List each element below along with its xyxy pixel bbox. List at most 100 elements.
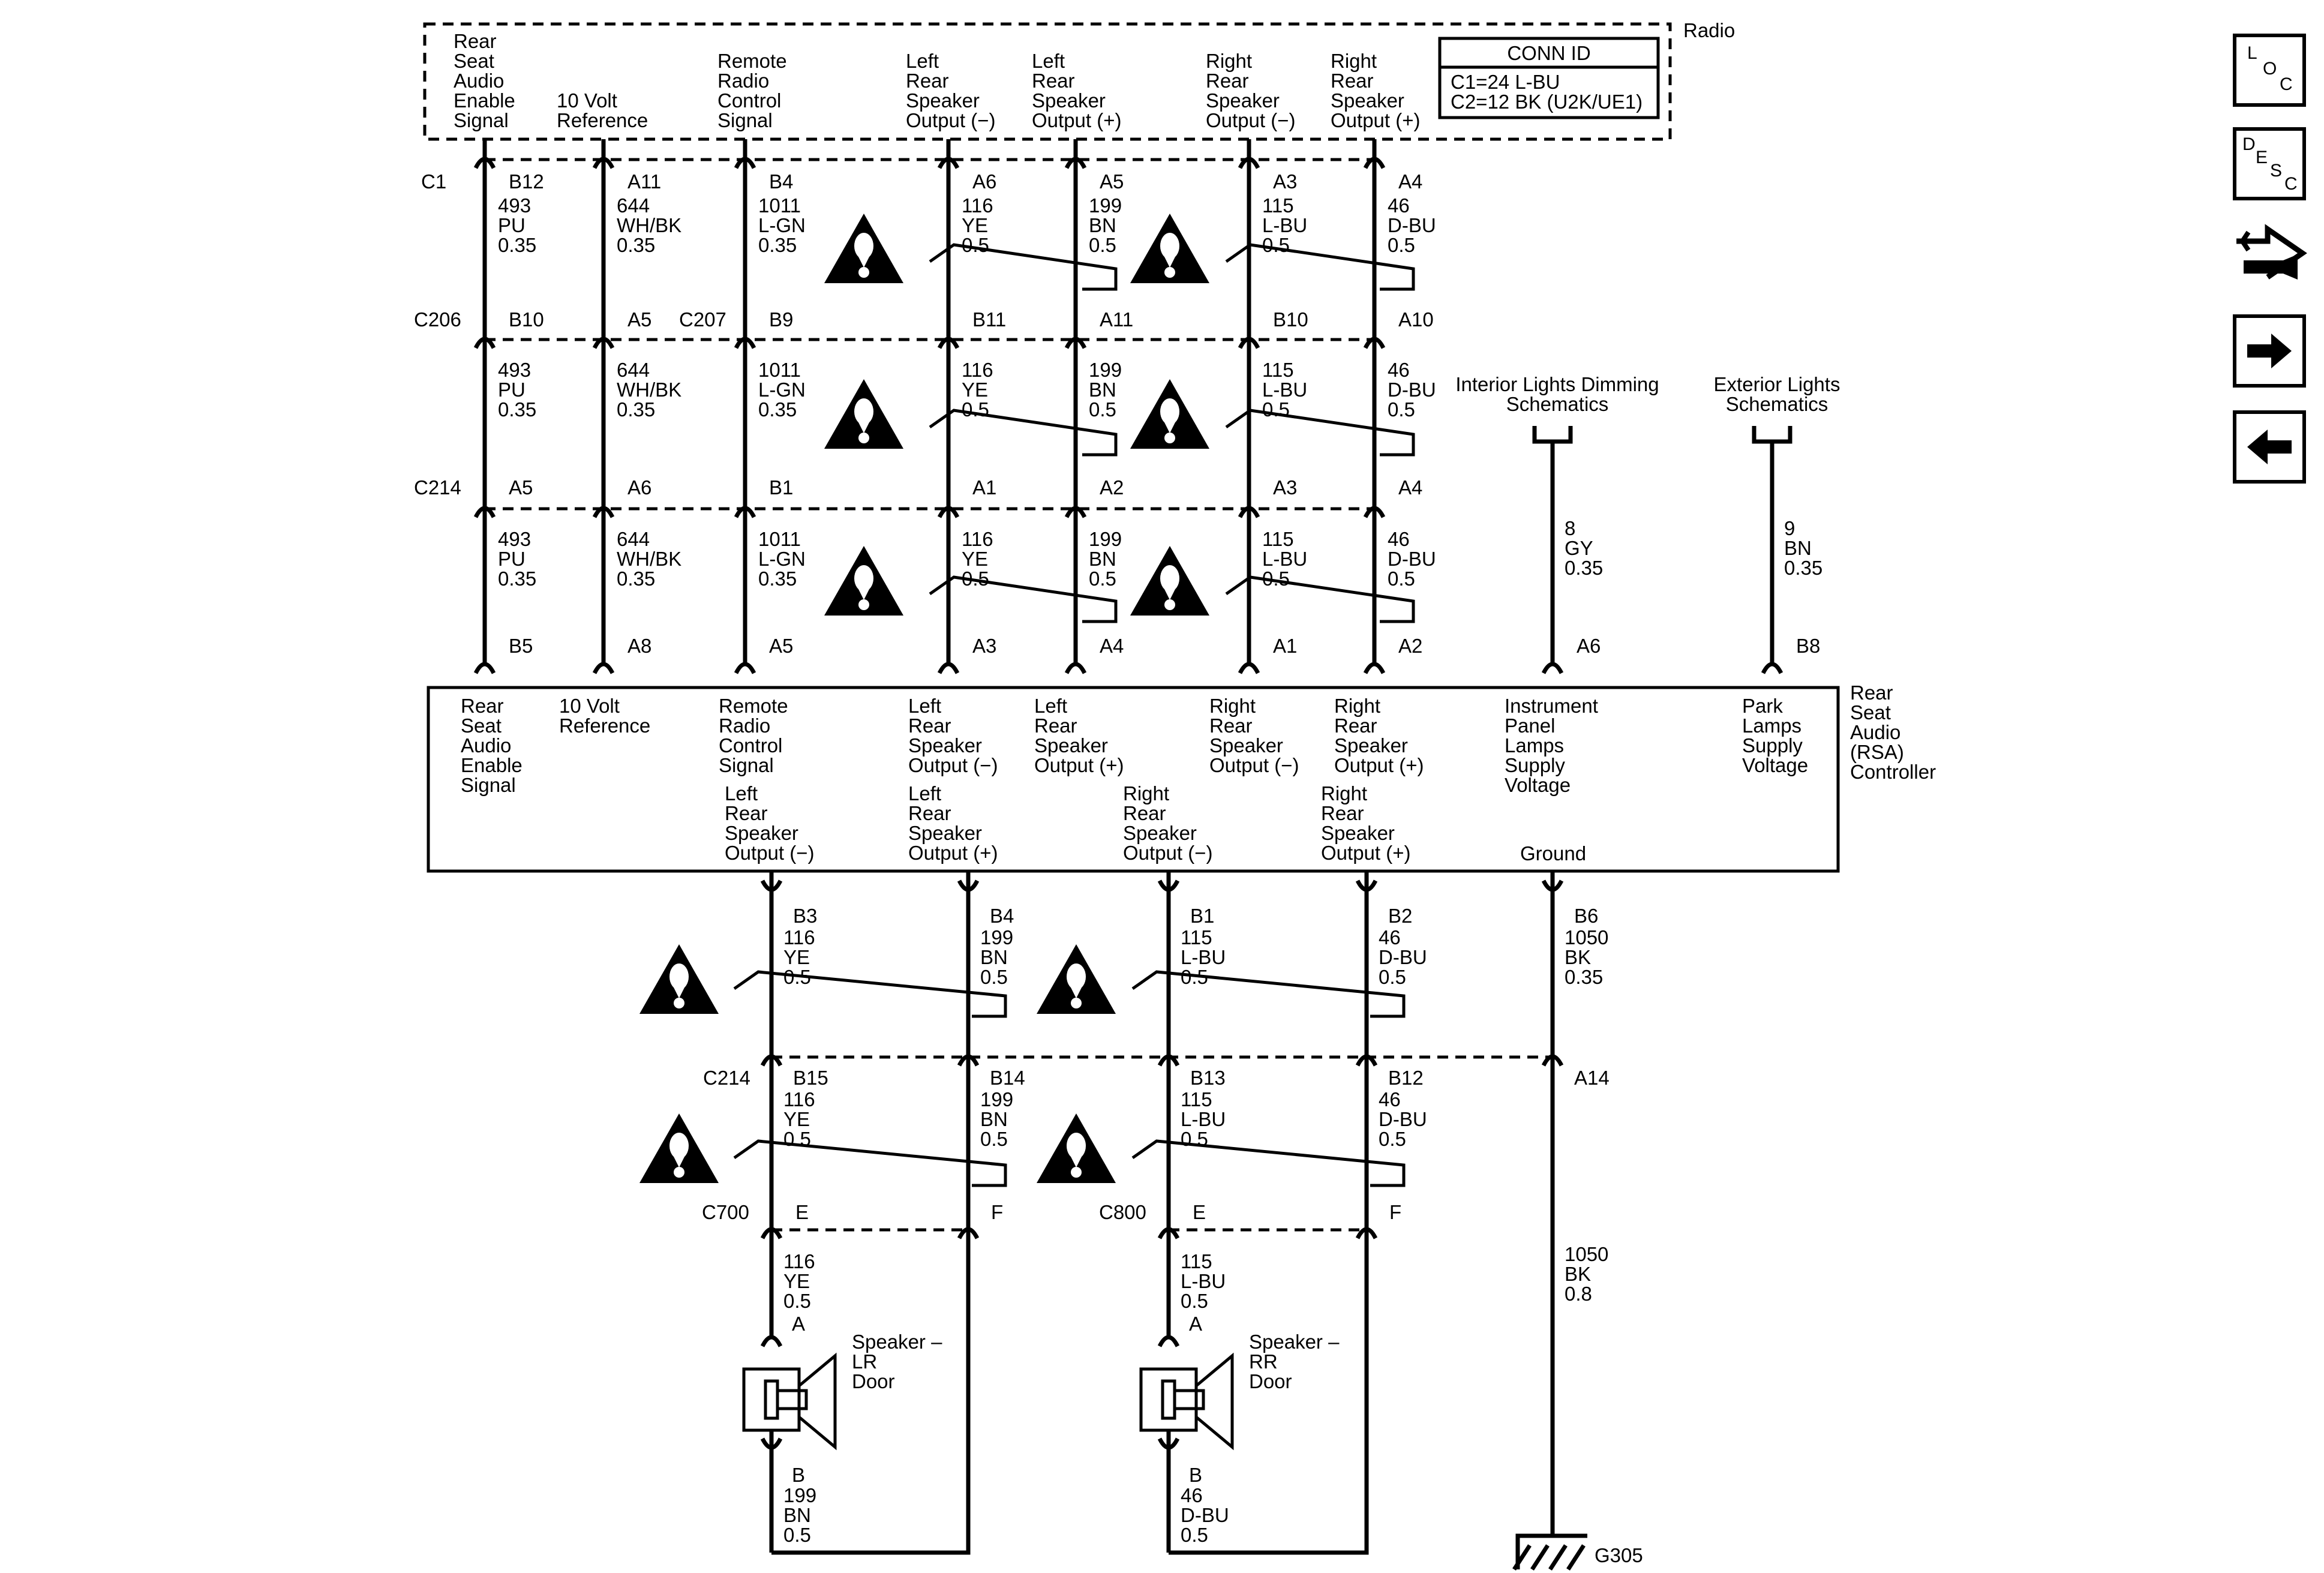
wire-label: 0.35 [617,234,655,256]
wire-label: BK [1565,1263,1591,1285]
wire-label: 116 [783,1088,815,1110]
warning-mark [1160,565,1179,592]
wire-label: 1011 [758,194,801,217]
warning-icon [824,214,903,283]
wire-label: 115 [1262,194,1294,217]
warning-mark [857,587,870,600]
warning-mark [669,963,689,990]
wire-label: 0.35 [498,234,536,256]
wire-label: D-BU [1388,548,1436,570]
rsa-pin-label: Rear [1209,715,1253,737]
rsa-pin-label: Output (+) [1321,842,1410,864]
pin-connector-arc [1238,662,1260,674]
pin-connector-arc [1238,157,1260,169]
pin-connector-arc [1761,662,1783,674]
wire-label: 0.5 [980,966,1008,988]
dimming-title: Schematics [1506,393,1609,415]
wire-label: 8 [1565,517,1575,539]
pin-label: A2 [1398,635,1422,657]
pin-label: A5 [627,308,651,331]
radio-label: Radio [1683,19,1735,41]
rr-speaker-cone-inner [1175,1389,1205,1410]
warning-mark [1163,587,1176,600]
rsa-pin-label: Speaker [1034,734,1108,757]
pin-label: A5 [769,635,793,657]
rsa-pin-label: Control [719,734,782,757]
wire-label: 0.5 [1262,398,1290,421]
pin-label: A8 [627,635,651,657]
wire-label: YE [783,1108,810,1130]
loc-button[interactable]: L O C [2233,34,2306,107]
rsa-pin-label: Instrument [1505,695,1598,717]
wire-label: WH/BK [617,548,681,570]
exterior-title: Schematics [1726,393,1828,415]
wire-label: D-BU [1181,1504,1229,1526]
twisted-pair-marker [1131,1139,1406,1187]
radio-signal-label: Output (+) [1331,109,1420,131]
pin-label: B3 [793,905,817,927]
loc-letter-l: L [2247,43,2257,63]
pin-label: B1 [769,476,793,499]
ground-symbol [1515,1533,1587,1569]
wire-label: BK [1565,946,1591,968]
warning-mark [1163,420,1176,433]
pin-connector-arc [592,157,615,169]
pin-connector-arc [957,879,980,892]
wire-label: 46 [1379,926,1401,948]
rr-speaker-coil [1161,1379,1176,1420]
pin-connector-arc [1238,337,1260,349]
warning-icon [1130,546,1209,616]
rsa-controller-box [427,686,1840,873]
warning-dot [1164,267,1175,278]
radio-signal-label: Output (−) [1206,109,1295,131]
rsa-controller-name: Controller [1850,761,1936,783]
rsa-pin-label: Supply [1742,734,1803,757]
rsa-pin-label: Lamps [1505,734,1564,757]
wire-label: L-GN [758,214,806,236]
rr-speaker-name: Door [1249,1370,1292,1392]
pin-connector-arc [592,662,615,674]
wire-label: 0.35 [758,234,797,256]
wire-label: YE [783,946,810,968]
pin-connector-arc [1157,879,1180,892]
rsa-pin-label: Rear [1321,802,1364,824]
wire-label: 0.5 [980,1128,1008,1150]
wire-label: 0.5 [1089,568,1116,590]
rsa-pin-label: Right [1123,782,1169,804]
pin-connector-arc [937,157,960,169]
wire-label: 46 [1388,194,1410,217]
connector-c1: C1 [421,170,446,193]
rsa-pin-label: Left [725,782,758,804]
pin-label: B9 [769,308,793,331]
wire-label: 116 [962,359,993,381]
radio-signal-label: Rear [906,70,949,92]
wire-label: D-BU [1379,946,1427,968]
next-page-button[interactable] [2233,314,2306,388]
wire-label: 46 [1379,1088,1401,1110]
radio-signal-label: Seat [454,50,494,72]
connector-tool-icon[interactable] [2232,223,2310,290]
previous-page-button[interactable] [2233,410,2306,484]
wire-label: 0.5 [962,398,989,421]
pin-label: A5 [1100,170,1124,193]
rsa-pin-label: Left [908,782,941,804]
warning-icon [1037,1113,1116,1183]
conn-id-line: C2=12 BK (U2K/UE1) [1451,91,1643,113]
lr-speaker-name: Door [852,1370,895,1392]
wire-label: 1050 [1565,926,1608,948]
pin-connector-arc [760,879,783,892]
wire-label: L-GN [758,548,806,570]
pin-connector-arc [734,157,756,169]
rr-speaker-name: Speaker – [1249,1331,1340,1353]
lr-speaker-cone-inner [777,1389,808,1410]
wire-label: 199 [980,926,1013,948]
pin-connector-arc [937,662,960,674]
desc-button[interactable]: D E S C [2233,127,2306,200]
radio-signal-label: 10 Volt [557,89,617,112]
wire-label: 0.5 [1181,1290,1208,1312]
twisted-pair-marker [929,409,1118,457]
pin-connector-arc [1363,506,1386,518]
pin-label: A11 [1100,308,1133,331]
rr-speaker-magnet [1139,1367,1198,1432]
pin-label: A2 [1100,476,1124,499]
